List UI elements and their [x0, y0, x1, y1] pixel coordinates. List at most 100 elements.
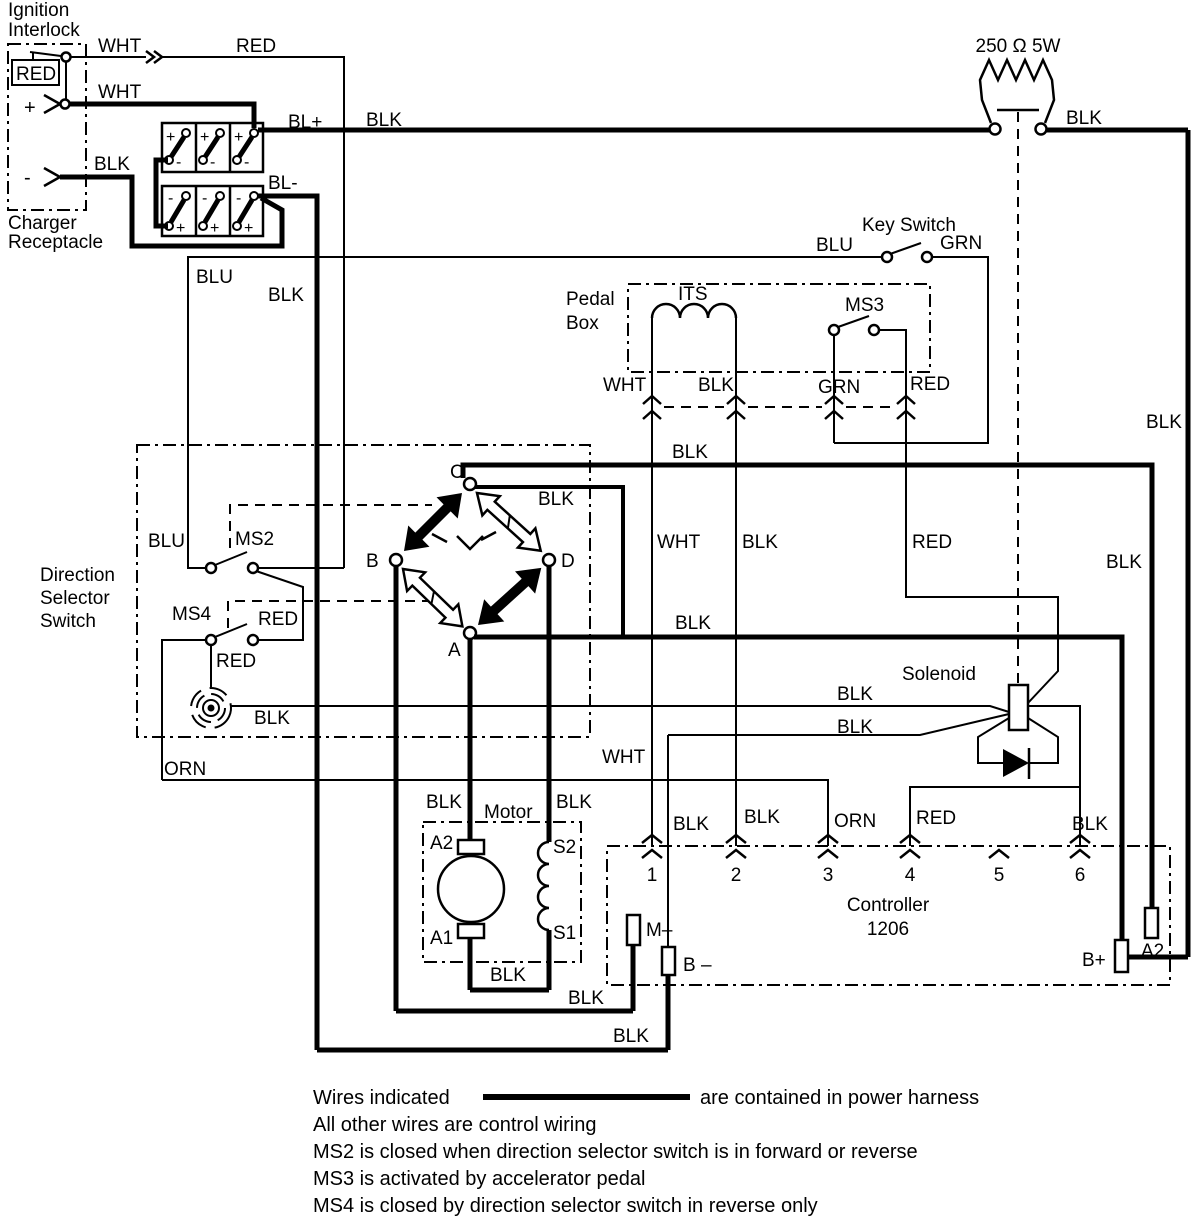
ms2-linkage [229, 504, 432, 548]
blk-label-c-branch: BLK [538, 489, 574, 510]
grn-label-pedal: GRN [818, 377, 860, 398]
solenoid-title: Solenoid [902, 664, 976, 685]
battery-cell: - + [164, 190, 191, 237]
inline-connector-icon [145, 50, 157, 64]
fnr-d-label: D [561, 551, 575, 572]
ms2-blade [214, 551, 248, 566]
blk-label-terminal6: BLK [1072, 814, 1108, 835]
terminal-4: 4 [905, 865, 916, 886]
orn-label-terminal3: ORN [834, 811, 876, 832]
legend-line1b: are contained in power harness [700, 1087, 979, 1109]
forward-reverse-contact: C B D A [366, 462, 575, 661]
svg-text:+: + [234, 129, 243, 146]
battery-row-top [160, 121, 265, 174]
pedal-box-title-1: Pedal [566, 289, 615, 310]
blk-label-pedal: BLK [698, 375, 734, 396]
solenoid-contact-left [988, 122, 1002, 136]
motor-a2-label: A2 [430, 833, 453, 854]
blu-label-left: BLU [196, 267, 233, 288]
bl-minus-label: BL- [268, 173, 298, 194]
legend: Wires indicated are contained in power h… [313, 1087, 979, 1217]
pedal-box-outline [627, 283, 931, 373]
bminus-label: B – [683, 955, 712, 976]
its-coil [650, 302, 738, 319]
controller-model: 1206 [867, 919, 909, 940]
battery-cell: - + [232, 190, 259, 237]
terminal-6: 6 [1075, 865, 1086, 886]
pedal-connector-icons [642, 394, 916, 420]
red-label-buzzer: RED [216, 651, 256, 672]
battery-cell: - + [198, 190, 225, 237]
motor-armature [436, 854, 506, 924]
red-label-terminal4: RED [916, 808, 956, 829]
charger-minus-sign: - [24, 167, 31, 189]
grn-label-keyswitch: GRN [940, 233, 982, 254]
battery-pack: + - + - + - - + - [153, 110, 402, 238]
blk-label-bminus-wire: BLK [673, 814, 709, 835]
diode-icon [1003, 749, 1029, 777]
ms3-label: MS3 [845, 295, 884, 316]
ms4-linkage [227, 600, 432, 628]
controller-connector-icons [641, 833, 1091, 859]
fnr-terminal-c [462, 476, 478, 492]
controller-title: Controller [847, 895, 930, 916]
wire-red-terminal4 [909, 786, 1080, 846]
red-wire-tag-box [11, 59, 60, 86]
fnr-arrow-solid-ad [478, 567, 542, 625]
blk-label-right-edge: BLK [1146, 412, 1182, 433]
battery-cell: + - [198, 128, 225, 171]
wire-wht-main [69, 101, 257, 128]
blk-label-solenoid-1: BLK [837, 684, 873, 705]
red-label-pedal: RED [910, 374, 950, 395]
ms3-blade [837, 315, 870, 328]
motor-a1-terminal [456, 922, 486, 940]
ignition-interlock-title-1: Ignition [8, 0, 69, 21]
direction-selector-switch: Direction Selector Switch BLU MS2 MS4 RE… [40, 444, 829, 846]
wire-solenoid-loop [1028, 705, 1081, 846]
bl-plus-label: BL+ [288, 112, 322, 133]
charger-plus-sign: + [24, 97, 36, 119]
pedal-box: Pedal Box ITS MS3 WHT BLK GRN RED [566, 283, 1059, 846]
wire-bl-minus-feed [258, 193, 320, 1050]
blk-label-resistor: BLK [1066, 108, 1102, 129]
charger-title-2: Receptacle [8, 232, 103, 253]
mid-wire-labels: WHT BLK RED BLK [657, 532, 1142, 573]
controller-a2-terminal [1143, 906, 1160, 940]
blk-label-terminal2: BLK [744, 807, 780, 828]
dss-title-1: Direction [40, 565, 115, 586]
ms4-contact-right [246, 633, 260, 647]
resistor-zigzag [978, 56, 1056, 124]
legend-line2: All other wires are control wiring [313, 1114, 596, 1136]
fnr-c-label: C [450, 462, 464, 483]
charger-receptacle-box [7, 43, 87, 211]
charger-title-1: Charger [8, 213, 77, 234]
motor-a1-label: A1 [430, 928, 453, 949]
ms4-blade [214, 623, 248, 638]
terminal-2: 2 [731, 865, 742, 886]
blu-label-keyswitch: BLU [816, 235, 853, 256]
motor-field-coil [536, 840, 550, 932]
fnr-arrow-hollow-cd [475, 491, 543, 553]
controller-bminus-terminal [660, 945, 677, 977]
bplus-label: B+ [1082, 950, 1106, 971]
fnr-a-label: A [448, 640, 461, 661]
fnr-terminal-b [388, 552, 404, 568]
blk-label-a2-line: BLK [1106, 552, 1142, 573]
buzzer-icon [207, 704, 215, 712]
ignition-interlock-title-2: Interlock [8, 20, 80, 41]
fnr-center-mark [456, 535, 484, 551]
fnr-terminal-d [541, 552, 557, 568]
svg-text:-: - [210, 154, 215, 171]
wire-orn [162, 779, 829, 846]
legend-line4: MS3 is activated by accelerator pedal [313, 1168, 645, 1190]
wire-grn [834, 256, 989, 444]
fnr-b-label: B [366, 551, 379, 572]
direction-selector-box [136, 444, 591, 738]
red-label-mid: RED [912, 532, 952, 553]
precharge-resistor: 250 Ω 5W BLK BLK [976, 36, 1182, 683]
pedal-box-title-2: Box [566, 313, 599, 334]
charger-plus-contact [59, 98, 71, 110]
solenoid-coil [1007, 683, 1030, 732]
